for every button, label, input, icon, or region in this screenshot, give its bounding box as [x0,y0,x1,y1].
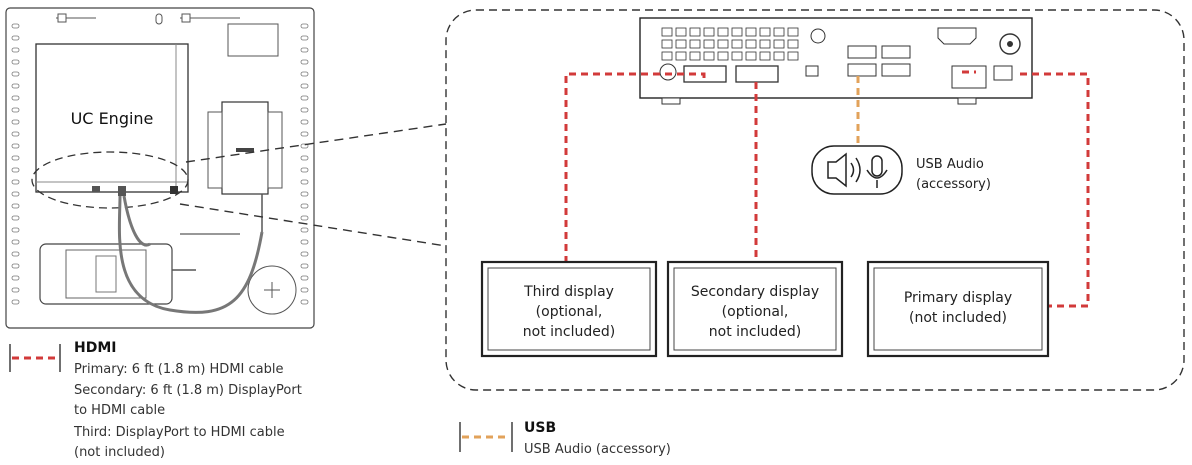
secondary-display: Secondary display (optional, not include… [666,260,844,358]
primary-display-label-1: Primary display [904,290,1012,306]
usb-audio-label-line2: (accessory) [916,177,991,192]
secondary-display-label-3: not included) [709,324,801,340]
legend-hdmi-line-3: to HDMI cable [74,403,165,418]
hdmi-cables [564,70,1090,308]
speaker-icon [827,152,861,188]
vent-grid [661,27,799,61]
primary-display: Primary display (not included) [866,260,1050,358]
legend-hdmi-title: HDMI [74,340,116,356]
hdmi-cable-third [564,72,706,262]
legend-hdmi-line-5: (not included) [74,445,165,460]
secondary-display-label-1: Secondary display [691,284,819,300]
power-port [659,63,677,81]
mounting-plate-assembly: UC Engine [5,7,315,329]
third-display-label-2: (optional, [536,304,603,320]
third-display-label-1: Third display [523,284,614,300]
lan-port [951,65,987,89]
legend-usb-swatch [459,422,513,452]
hdmi-cable-primary [1020,72,1090,308]
hdmi-port [937,27,977,45]
legend-hdmi-swatch [9,344,61,372]
cable-ties-top [56,13,279,57]
displayport-2 [735,65,779,83]
legend-usb-line-1: USB Audio (accessory) [524,442,671,457]
usb-ports [847,45,911,77]
uc-engine-label: UC Engine [71,109,154,128]
plate-cables [117,195,264,314]
zoom-highlight [31,151,189,209]
uc-engine-rear-panel [639,17,1033,105]
usb-audio-label-line1: USB Audio [916,157,984,172]
legend-hdmi-line-2: Secondary: 6 ft (1.8 m) DisplayPort [74,383,302,398]
plate-holes [11,23,309,305]
usb-audio-device: USB Audio (accessory) [811,145,991,195]
legend-hdmi: HDMI Primary: 6 ft (1.8 m) HDMI cable Se… [9,340,302,460]
third-display-label-3: not included) [523,324,615,340]
zoom-connector-lines [179,123,447,247]
legend-hdmi-line-4: Third: DisplayPort to HDMI cable [73,425,285,440]
detail-panel [445,9,1185,391]
secondary-display-label-2: (optional, [722,304,789,320]
legend-usb-title: USB [524,420,556,436]
primary-display-label-2: (not included) [909,310,1007,326]
third-display: Third display (optional, not included) [480,260,658,358]
microphone-icon [866,155,888,188]
uc-engine-unit: UC Engine [35,43,189,196]
legend-hdmi-line-1: Primary: 6 ft (1.8 m) HDMI cable [74,362,283,377]
power-adapter-box [207,101,283,232]
legend-usb: USB USB Audio (accessory) [459,420,671,457]
power-supply-brick [39,243,297,315]
